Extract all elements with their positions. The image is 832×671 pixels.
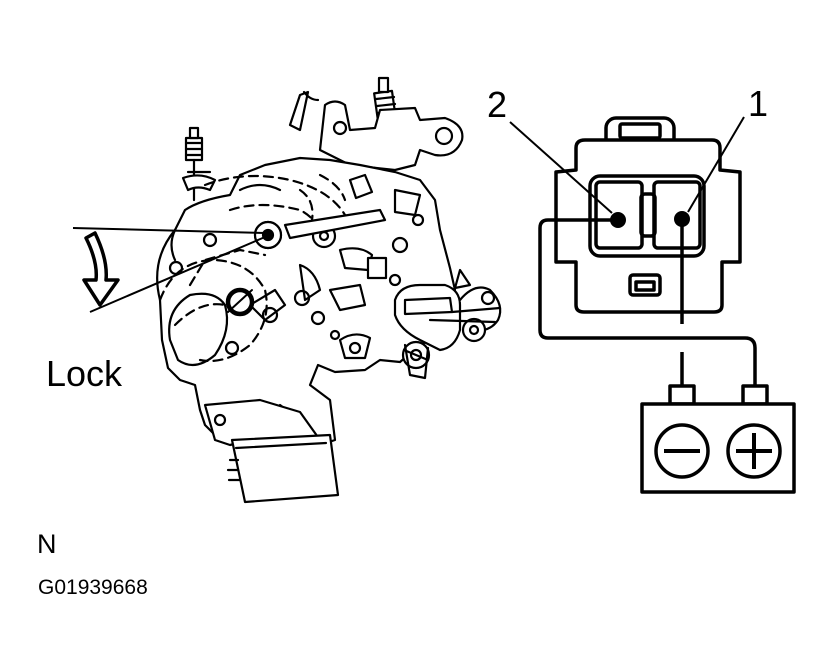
leader-1 (688, 117, 744, 212)
leader-2 (510, 122, 612, 213)
figure-id: G01939668 (38, 576, 148, 599)
lock-label: Lock (46, 353, 123, 394)
battery-symbols (664, 433, 772, 469)
battery-wires (540, 219, 755, 386)
motor-connector (228, 435, 338, 502)
lock-direction-arrow (84, 233, 118, 305)
terminal-1-label: 1 (748, 83, 769, 124)
lever-angle-lines (73, 228, 266, 312)
upper-bracket (320, 102, 462, 171)
right-bell-crank (395, 270, 500, 378)
door-lock-actuator (157, 78, 500, 502)
terminal-2-label: 2 (487, 84, 508, 125)
view-letter: N (37, 529, 57, 559)
battery (642, 386, 794, 492)
actuator-connector (556, 118, 740, 312)
left-rod-connector (183, 128, 215, 200)
